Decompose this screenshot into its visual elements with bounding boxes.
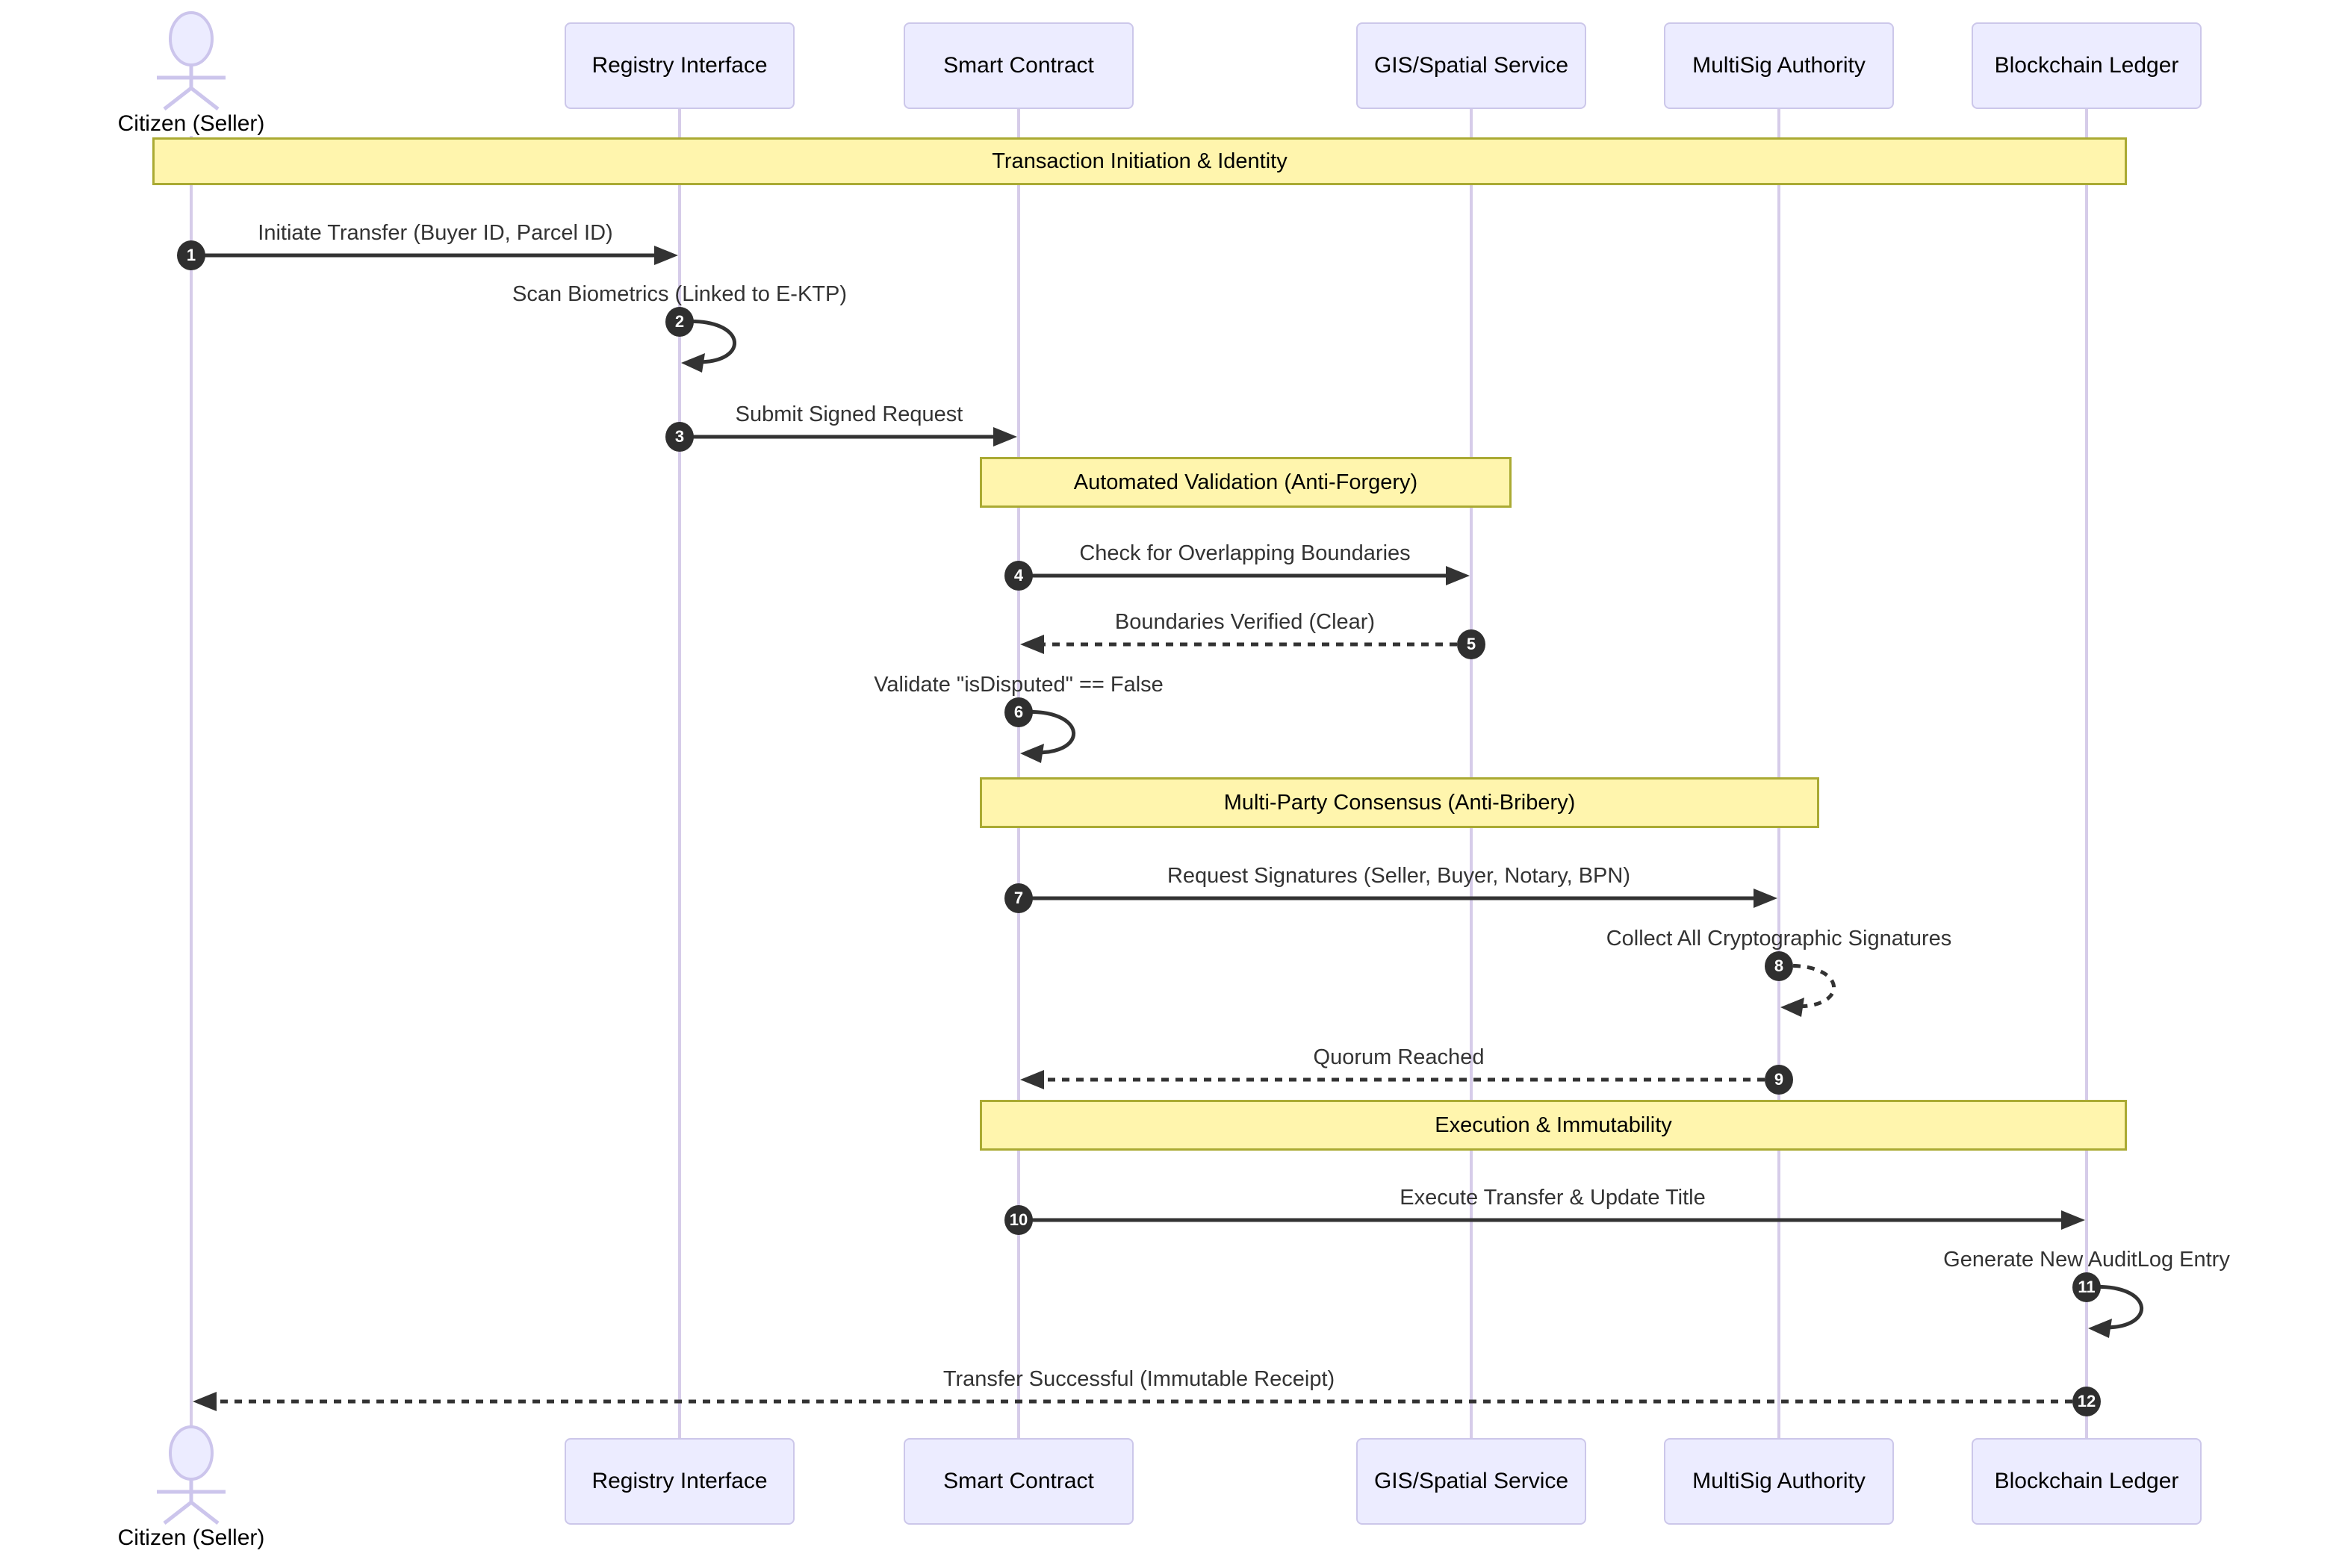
actor-figure-icon (157, 1425, 226, 1525)
message-number-badge-2: 2 (665, 307, 694, 337)
message-arrow-3 (680, 427, 1017, 447)
message-arrow-5 (1020, 635, 1471, 654)
message-arrow-4 (1019, 566, 1470, 585)
message-arrow-10 (1019, 1210, 2085, 1230)
participant-top-contract: Smart Contract (904, 22, 1134, 109)
participant-bottom-ledger: Blockchain Ledger (1972, 1438, 2202, 1525)
phase-banner: Automated Validation (Anti-Forgery) (980, 457, 1512, 508)
actor-label-bottom-citizen: Citizen (Seller) (117, 1525, 265, 1550)
message-arrow-8 (1778, 963, 1836, 1017)
message-label-12: Transfer Successful (Immutable Receipt) (942, 1367, 1335, 1391)
message-label-8: Collect All Cryptographic Signatures (1606, 927, 1952, 951)
participant-top-multisig: MultiSig Authority (1664, 22, 1894, 109)
phase-banner: Execution & Immutability (980, 1100, 2127, 1151)
message-arrow-7 (1019, 889, 1777, 908)
actor-label-top-citizen: Citizen (Seller) (117, 111, 265, 136)
message-number-badge-12: 12 (2072, 1387, 2101, 1416)
participant-bottom-gis: GIS/Spatial Service (1356, 1438, 1586, 1525)
participant-top-registry: Registry Interface (565, 22, 795, 109)
participant-top-gis: GIS/Spatial Service (1356, 22, 1586, 109)
message-number-badge-5: 5 (1457, 629, 1485, 659)
message-arrow-9 (1020, 1070, 1779, 1089)
message-number-badge-8: 8 (1765, 951, 1793, 981)
message-number-badge-10: 10 (1004, 1205, 1033, 1235)
message-label-6: Validate "isDisputed" == False (874, 673, 1164, 697)
phase-banner: Multi-Party Consensus (Anti-Bribery) (980, 777, 1819, 828)
actor-figure-icon (157, 11, 226, 111)
message-label-2: Scan Biometrics (Linked to E-KTP) (512, 282, 848, 306)
message-number-badge-7: 7 (1004, 883, 1033, 913)
participant-bottom-registry: Registry Interface (565, 1438, 795, 1525)
message-label-11: Generate New AuditLog Entry (1943, 1248, 2230, 1272)
participant-bottom-multisig: MultiSig Authority (1664, 1438, 1894, 1525)
phase-banner: Transaction Initiation & Identity (152, 137, 2127, 185)
message-label-9: Quorum Reached (1313, 1045, 1485, 1069)
message-number-badge-9: 9 (1765, 1065, 1793, 1095)
message-label-7: Request Signatures (Seller, Buyer, Notar… (1167, 864, 1631, 888)
message-arrow-6 (1018, 709, 1075, 763)
message-arrow-11 (2086, 1284, 2143, 1338)
participant-top-ledger: Blockchain Ledger (1972, 22, 2202, 109)
message-number-badge-1: 1 (177, 240, 205, 270)
message-number-badge-11: 11 (2072, 1272, 2101, 1302)
participant-bottom-contract: Smart Contract (904, 1438, 1134, 1525)
message-arrow-2 (679, 319, 736, 373)
message-number-badge-6: 6 (1004, 697, 1033, 727)
message-label-3: Submit Signed Request (735, 402, 963, 426)
message-label-5: Boundaries Verified (Clear) (1114, 610, 1376, 634)
message-arrow-1 (191, 246, 678, 265)
message-label-4: Check for Overlapping Boundaries (1079, 541, 1411, 565)
message-number-badge-4: 4 (1004, 561, 1033, 591)
message-number-badge-3: 3 (665, 422, 694, 452)
message-label-10: Execute Transfer & Update Title (1400, 1186, 1706, 1210)
message-arrow-12 (193, 1392, 2087, 1411)
message-label-1: Initiate Transfer (Buyer ID, Parcel ID) (258, 221, 613, 245)
